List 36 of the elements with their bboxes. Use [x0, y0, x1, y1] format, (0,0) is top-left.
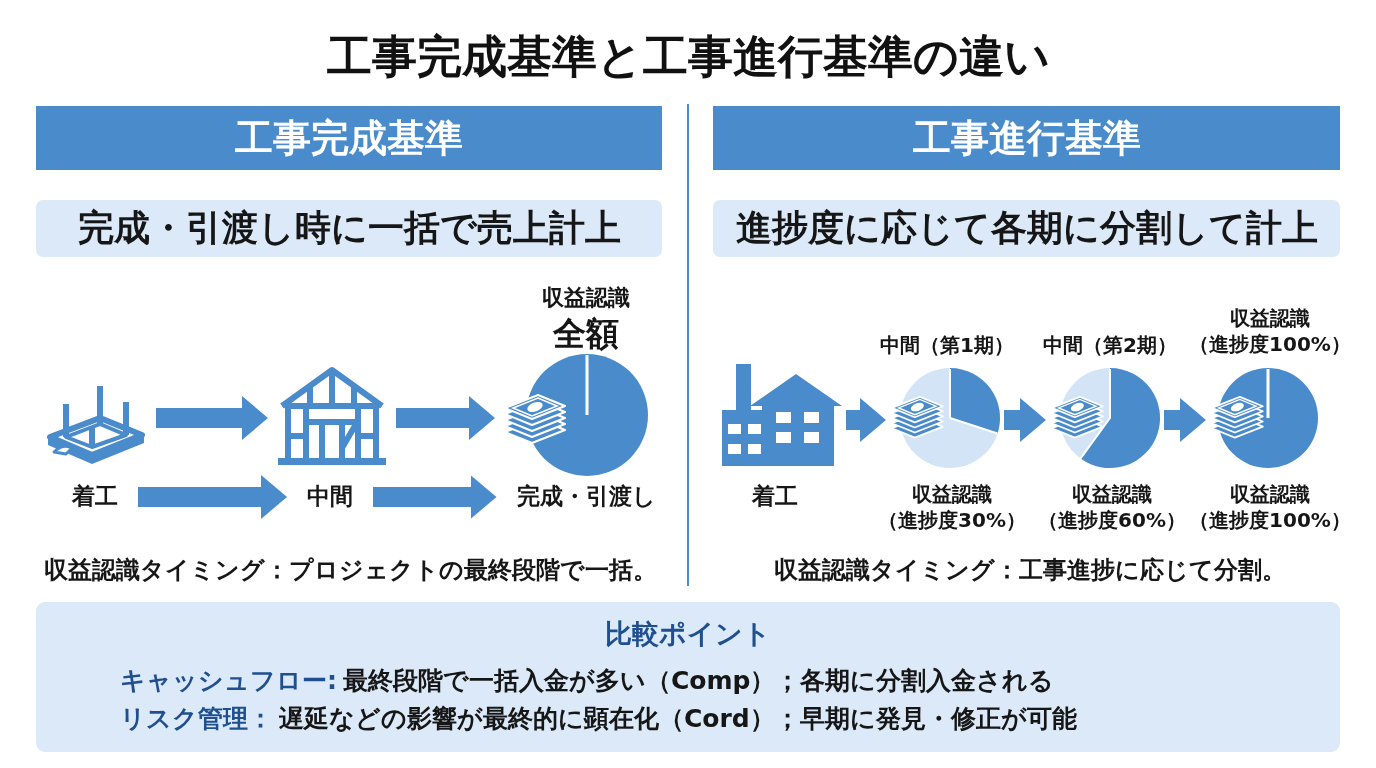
note-text: 収益認識タイミング：プロジェクトの最終段階で一括。: [43, 555, 657, 585]
header-band: 工事進行基準: [713, 106, 1340, 170]
pie-caption: 収益認識（進捗度100%）: [1189, 480, 1351, 534]
arrow: [396, 396, 495, 440]
note-text: 収益認識タイミング：工事進捗に応じて分割。: [774, 555, 1286, 585]
pie-chart-icon: [890, 368, 1000, 468]
pie-chart-icon: [1210, 368, 1320, 468]
pie-caption: 中間（第1期）: [880, 333, 1014, 357]
pie-caption: 収益認識（進捗度30%）: [878, 480, 1026, 534]
arrow: [156, 396, 268, 440]
row-heading: キャッシュフロー:: [120, 666, 337, 695]
panel-heading: 比較ポイント: [605, 617, 771, 651]
step-label: 着工: [72, 483, 118, 511]
arrow: [846, 398, 886, 442]
subtitle-box: 完成・引渡し時に一括で売上計上: [36, 200, 662, 257]
header-band: 工事完成基準: [36, 106, 662, 170]
pie-caption: 中間（第2期）: [1043, 333, 1177, 357]
arrow: [138, 475, 287, 519]
arrow: [1164, 398, 1206, 442]
row-heading: リスク管理：: [120, 704, 273, 733]
arrow: [373, 475, 497, 519]
comparison-panel: [36, 602, 1340, 752]
factory-icon: [722, 362, 842, 466]
pie-caption: 収益認識（進捗度60%）: [1038, 480, 1186, 534]
step-label: 中間: [307, 483, 353, 511]
pie-caption: 収益認識: [542, 284, 630, 312]
arrow: [1004, 398, 1046, 442]
pie-caption: 収益認識（進捗度100%）: [1189, 304, 1351, 358]
title: 工事完成基準と工事進行基準の違い: [326, 30, 1050, 84]
amount-label: 全額: [553, 314, 619, 354]
row-text: 最終段階で一括入金が多い（Comp）；各期に分割入金される: [343, 666, 1055, 695]
pie-chart-icon: [1050, 368, 1160, 468]
step-label: 完成・引渡し: [516, 483, 656, 511]
row-text: 遅延などの影響が最終的に顕在化（Cord）；早期に発見・修正が可能: [279, 704, 1077, 733]
step-label: 着工: [752, 483, 798, 511]
subtitle-box: 進捗度に応じて各期に分割して計上: [713, 200, 1340, 257]
